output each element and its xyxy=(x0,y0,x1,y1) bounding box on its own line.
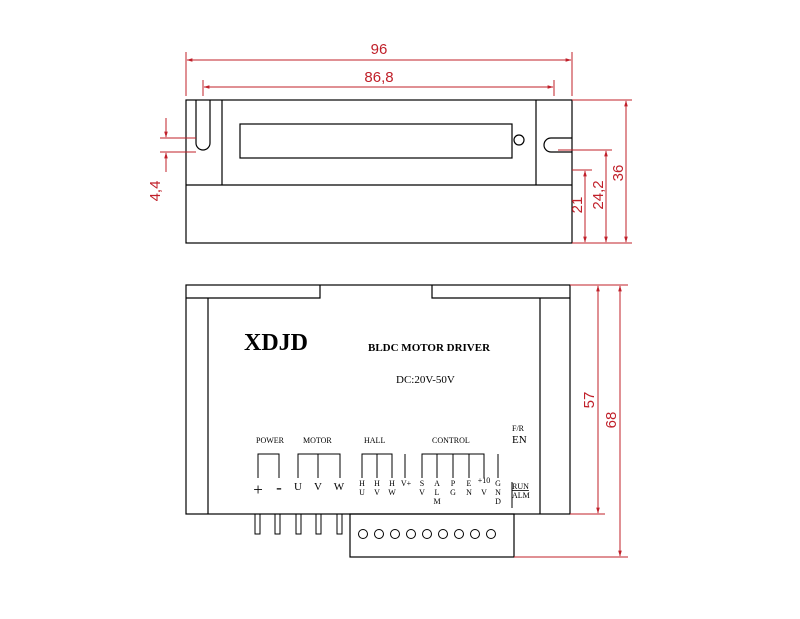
front-view xyxy=(185,284,571,558)
voltage-label: DC:20V-50V xyxy=(396,374,455,386)
power-terminal-plus: + xyxy=(253,480,263,499)
control-terminal-gnd-g: G xyxy=(495,479,501,488)
hall-terminal-hv-h: H xyxy=(374,479,380,488)
hall-terminal-hw-h: H xyxy=(389,479,395,488)
top-view xyxy=(185,99,573,244)
motor-terminal-w: W xyxy=(334,481,345,493)
dim-96-label: 96 xyxy=(371,41,388,58)
terminal-brackets xyxy=(257,453,513,508)
motor-terminal-u: U xyxy=(294,481,302,493)
dim-21-label: 21 xyxy=(569,197,586,214)
dim-36-label: 36 xyxy=(610,165,627,182)
dim-57-label: 57 xyxy=(581,392,598,409)
control-terminal-10v-plus10: +10 xyxy=(478,476,491,485)
front-view-dimensions xyxy=(514,284,628,558)
control-connector-pins xyxy=(358,529,496,539)
terminal-pins xyxy=(254,513,343,535)
control-terminal-sv-v: V xyxy=(419,488,425,497)
brand-logo: XDJD xyxy=(244,330,308,356)
control-terminal-alm-a: A xyxy=(434,479,440,488)
product-title: BLDC MOTOR DRIVER xyxy=(368,342,491,354)
dim-68-label: 68 xyxy=(603,412,620,429)
hall-terminal-hu-h: H xyxy=(359,479,365,488)
dim-86-8-label: 86,8 xyxy=(364,69,393,86)
control-connector xyxy=(349,513,515,558)
motor-terminal-v: V xyxy=(314,481,322,493)
hall-terminal-hw-w: W xyxy=(388,488,396,497)
power-terminal-minus: - xyxy=(276,478,282,497)
hall-terminal-hv-v: V xyxy=(374,488,380,497)
front-top-recess xyxy=(186,285,570,299)
control-terminal-alm-l: L xyxy=(435,488,440,497)
control-terminal-gnd-n: N xyxy=(495,488,501,497)
group-label-control: CONTROL xyxy=(432,436,470,445)
en-label: EN xyxy=(512,434,527,446)
left-mounting-slot xyxy=(195,100,211,151)
group-label-power: POWER xyxy=(256,436,285,445)
heatsink-window xyxy=(239,123,513,159)
hall-terminal-hu-u: U xyxy=(359,488,365,497)
hall-terminal-vplus: V+ xyxy=(401,479,412,488)
control-terminal-pg-g: G xyxy=(450,488,456,497)
control-terminal-10v-v: V xyxy=(481,488,487,497)
run-led-label: RUN xyxy=(512,482,529,491)
right-mounting-slot xyxy=(543,137,572,153)
top-view-dimensions xyxy=(160,52,632,244)
control-terminal-en-n: N xyxy=(466,488,472,497)
dim-24-2-label: 24,2 xyxy=(590,180,607,209)
control-terminal-pg-p: P xyxy=(451,479,456,488)
control-terminal-alm-m: M xyxy=(433,497,440,506)
group-label-motor: MOTOR xyxy=(303,436,332,445)
control-terminal-gnd-d: D xyxy=(495,497,501,506)
fr-label: F/R xyxy=(512,424,525,433)
dim-4-4-label: 4,4 xyxy=(147,181,164,202)
control-terminal-sv-s: S xyxy=(420,479,424,488)
top-body-outline xyxy=(185,99,573,244)
mounting-hole xyxy=(513,134,525,146)
group-label-hall: HALL xyxy=(364,436,385,445)
alm-led-label: ALM xyxy=(512,491,530,500)
control-terminal-en-e: E xyxy=(467,479,472,488)
